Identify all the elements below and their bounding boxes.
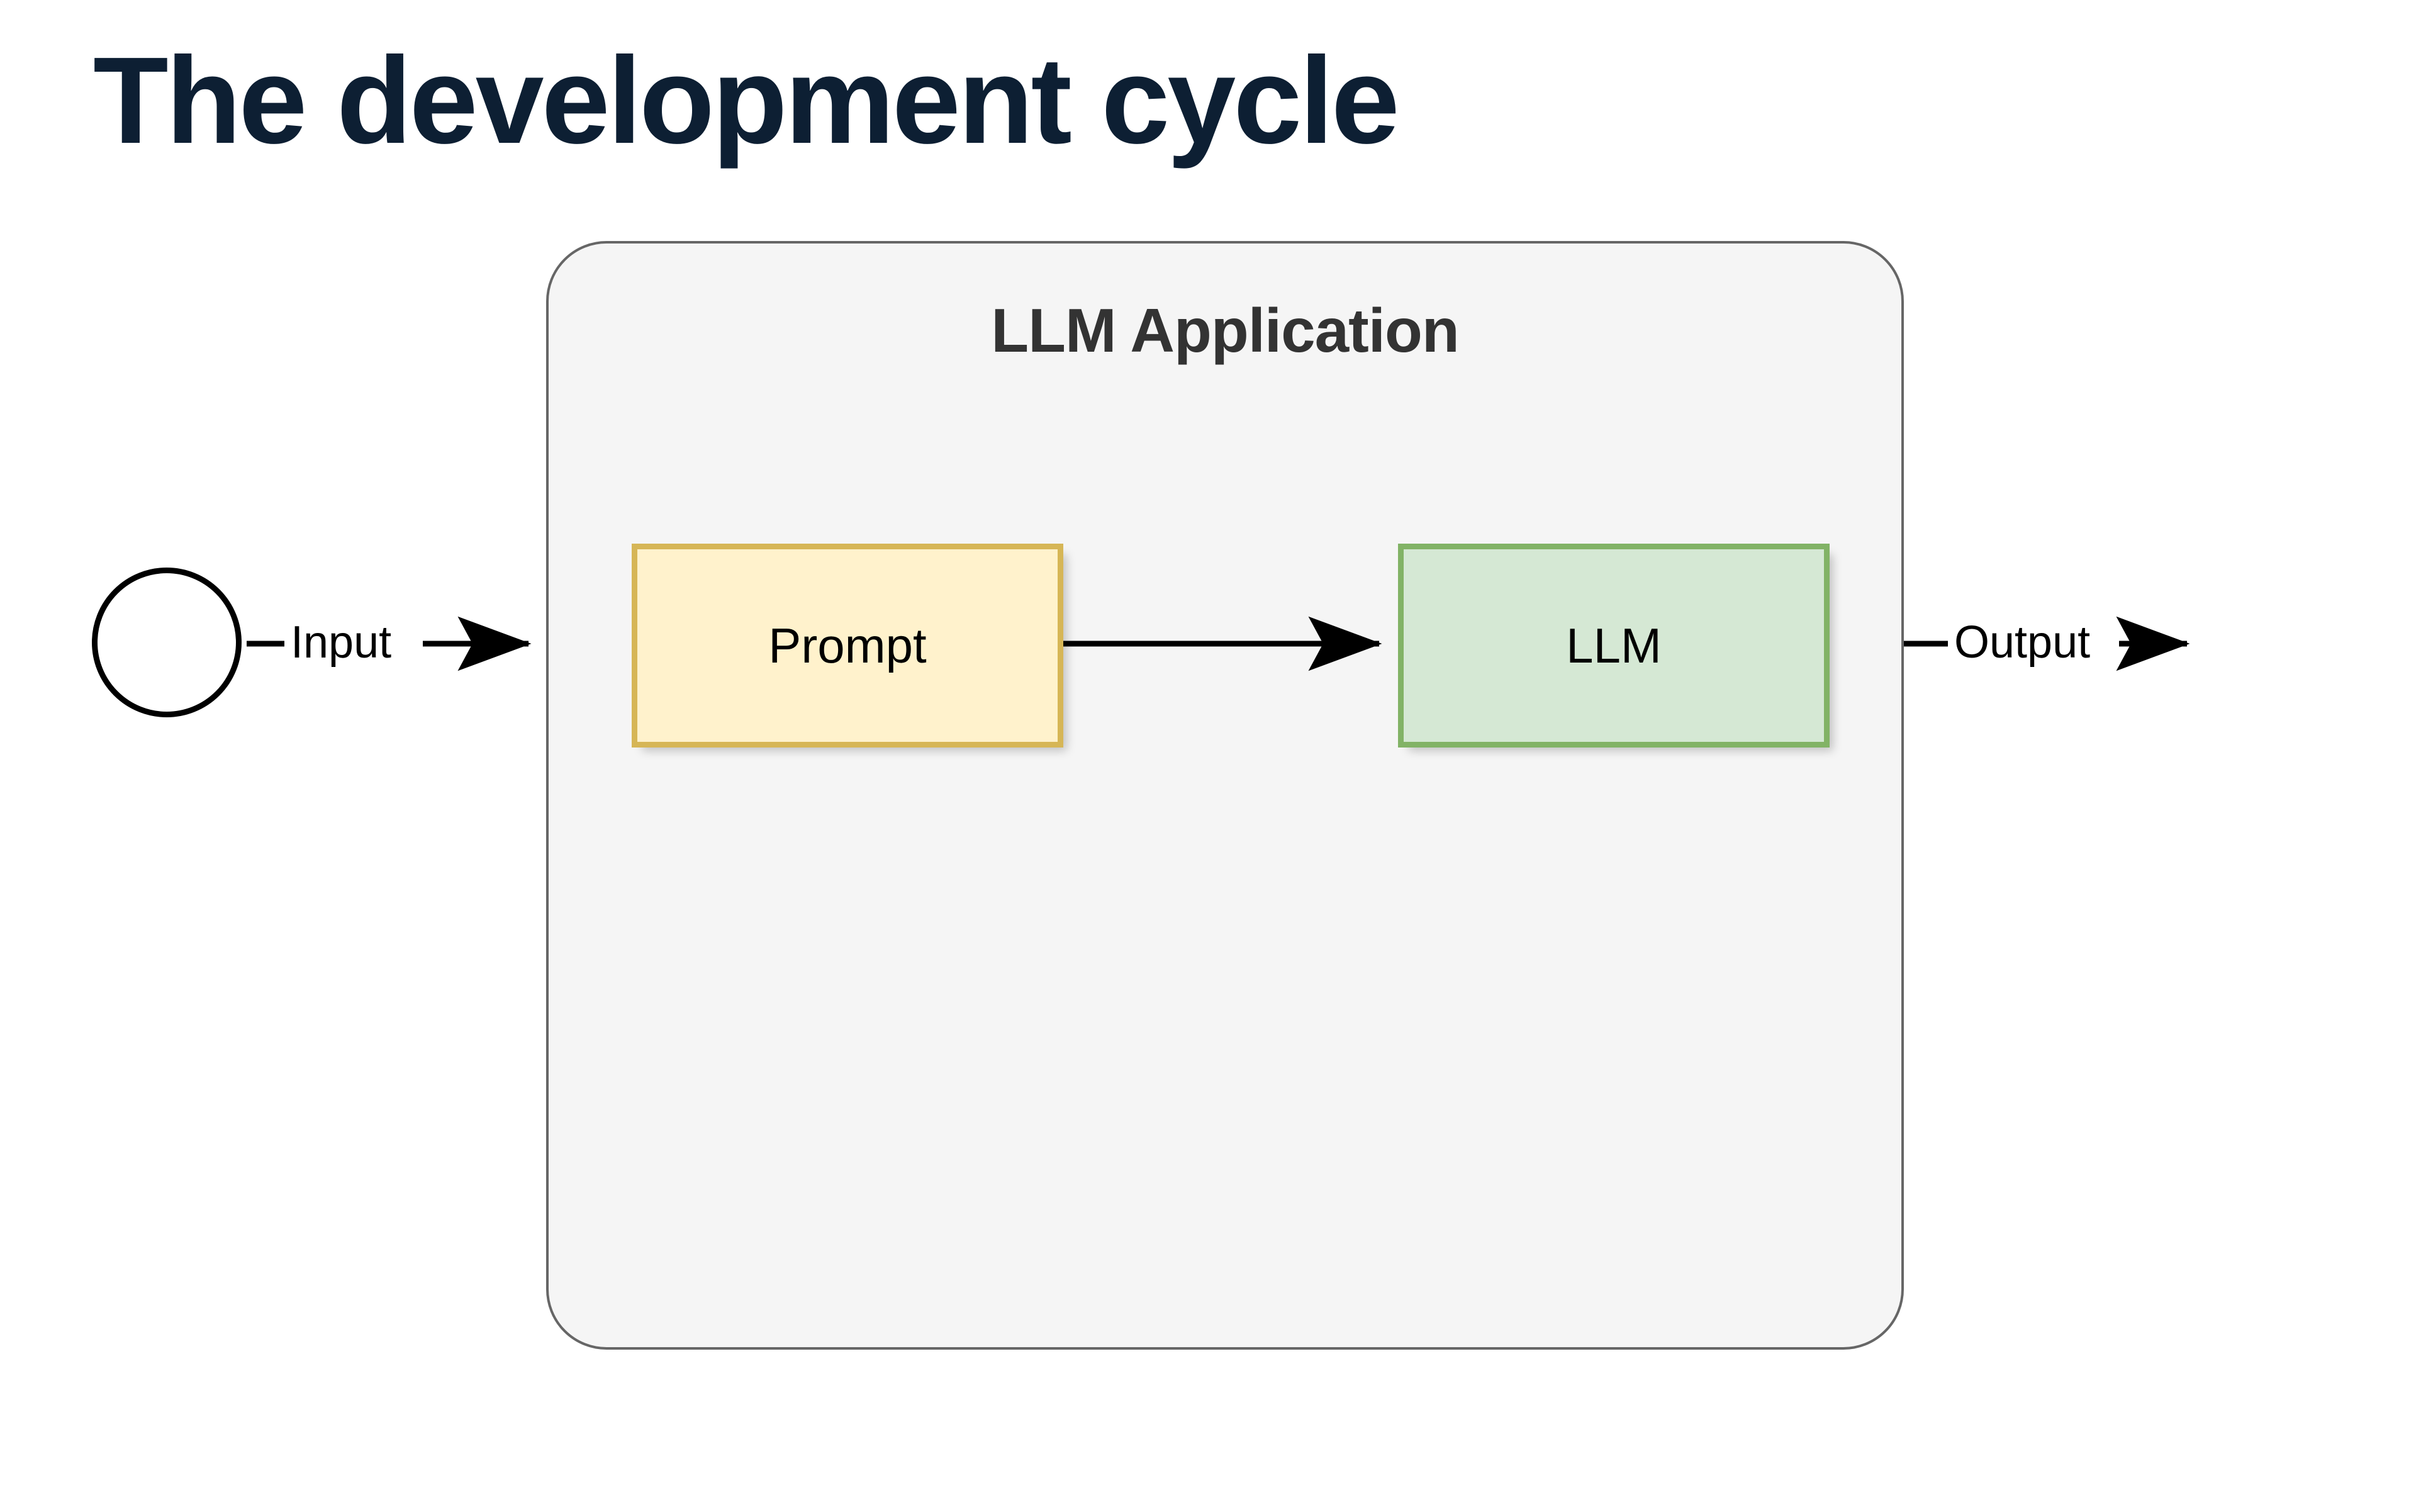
start-node-circle[interactable] [92, 568, 242, 717]
node-prompt-label: Prompt [768, 617, 927, 673]
node-llm[interactable]: LLM [1398, 544, 1830, 748]
edge-label-input: Input [287, 620, 396, 665]
llm-application-container[interactable]: LLM Application [546, 241, 1904, 1350]
node-prompt[interactable]: Prompt [632, 544, 1063, 748]
llm-application-label: LLM Application [991, 296, 1460, 365]
page-title: The development cycle [93, 31, 1400, 169]
node-llm-label: LLM [1566, 617, 1662, 673]
edge-label-output: Output [1950, 620, 2094, 665]
